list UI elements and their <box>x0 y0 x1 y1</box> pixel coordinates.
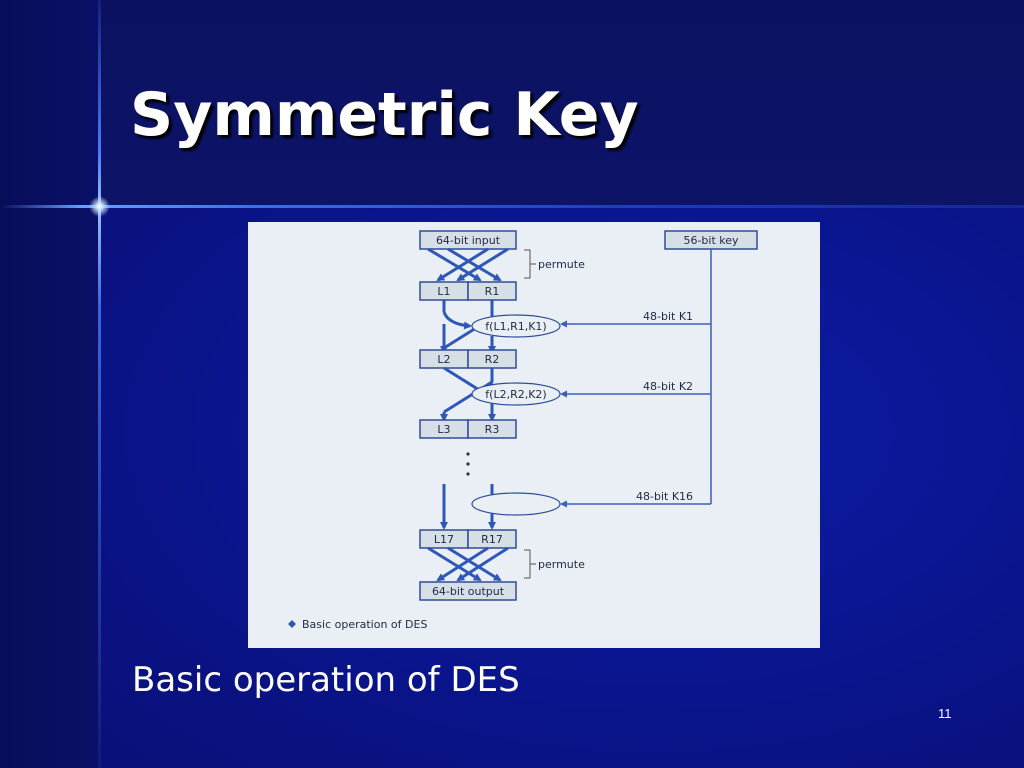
permute-brace-bottom <box>524 549 536 579</box>
key-box: 56-bit key <box>664 230 758 250</box>
left-band <box>0 0 100 768</box>
caption-bullet-icon <box>288 620 296 628</box>
l1-box: L1 <box>419 281 469 301</box>
subkey-k2-label: 48-bit K2 <box>643 380 693 393</box>
slide-title: Symmetric Key <box>130 80 639 150</box>
function-1-label: f(L1,R1,K1) <box>485 320 546 333</box>
function-2-label: f(L2,R2,K2) <box>485 388 546 401</box>
function-16-node <box>471 492 561 516</box>
slide-caption: Basic operation of DES <box>132 660 520 700</box>
des-diagram: 64-bit input 56-bit key permute L1 R1 <box>288 230 758 631</box>
l2-box: L2 <box>419 349 469 369</box>
sparkle-icon <box>89 196 110 217</box>
r3-box: R3 <box>467 419 517 439</box>
l17-label: L17 <box>434 533 454 546</box>
l3-label: L3 <box>437 423 450 436</box>
l1-label: L1 <box>437 285 450 298</box>
input-box-label: 64-bit input <box>436 234 501 247</box>
r1-box: R1 <box>467 281 517 301</box>
l3-box: L3 <box>419 419 469 439</box>
r17-label: R17 <box>481 533 503 546</box>
permute-label-top: permute <box>538 258 585 271</box>
header-band <box>0 0 1024 208</box>
permute-brace-top <box>524 249 536 279</box>
output-box-label: 64-bit output <box>432 585 505 598</box>
page-number: 11 <box>938 706 952 721</box>
r2-label: R2 <box>485 353 500 366</box>
figure-caption: Basic operation of DES <box>302 618 427 631</box>
r3-label: R3 <box>485 423 500 436</box>
l17-box: L17 <box>419 529 469 549</box>
final-permutation-arrows <box>427 546 509 582</box>
r17-box: R17 <box>467 529 517 549</box>
r1-label: R1 <box>485 285 500 298</box>
vertical-accent-line <box>98 0 101 768</box>
key-box-label: 56-bit key <box>683 234 739 247</box>
continuation-dots <box>466 452 470 476</box>
output-box: 64-bit output <box>419 581 517 601</box>
function-2-node: f(L2,R2,K2) <box>471 382 561 406</box>
subkey-k1-label: 48-bit K1 <box>643 310 693 323</box>
function-1-node: f(L1,R1,K1) <box>471 314 561 338</box>
permute-label-bottom: permute <box>538 558 585 571</box>
r2-box: R2 <box>467 349 517 369</box>
input-box: 64-bit input <box>419 230 517 250</box>
l2-label: L2 <box>437 353 450 366</box>
initial-permutation-arrows <box>427 247 509 282</box>
horizontal-accent-line <box>0 205 1024 208</box>
key-schedule-lines <box>560 249 712 508</box>
des-diagram-figure: 64-bit input 56-bit key permute L1 R1 <box>248 222 820 648</box>
subkey-k16-label: 48-bit K16 <box>636 490 693 503</box>
